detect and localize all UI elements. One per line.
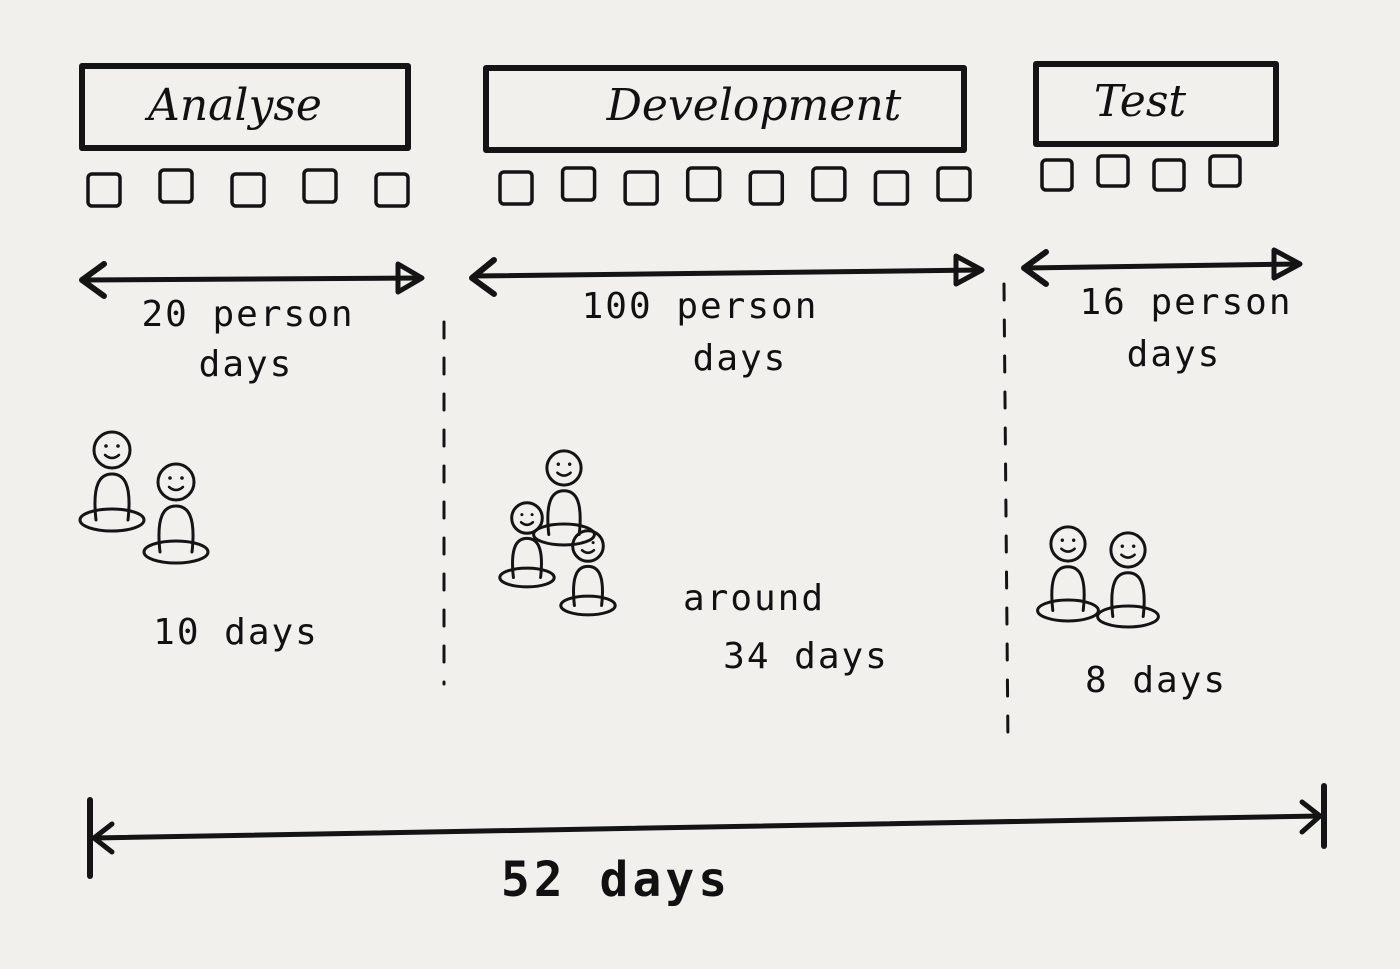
arrow-right-head (395, 261, 425, 295)
task-square (86, 172, 122, 208)
task-square (623, 170, 659, 206)
effort-arrow-development (469, 253, 985, 297)
phase-title-development: Development (606, 80, 902, 131)
effort-label-analyse-line2: days (199, 344, 294, 385)
person-icon (498, 501, 556, 589)
effort-arrow-test (1021, 247, 1303, 287)
arrow-left-head (79, 261, 107, 299)
duration-label-development-line2: 34 days (723, 636, 889, 677)
effort-label-test-line1: 16 person (1079, 282, 1292, 323)
task-row-development (498, 166, 972, 206)
effort-label-analyse-line1: 20 person (141, 294, 354, 335)
phase-title-analyse: Analyse (144, 80, 322, 131)
task-square (811, 166, 847, 202)
phase-box-analyse: Analyse (79, 63, 411, 151)
duration-label-test: 8 days (1085, 660, 1227, 701)
person-icon (559, 529, 617, 617)
person-icon (1036, 525, 1100, 623)
effort-arrow-analyse (79, 261, 425, 299)
task-square (374, 172, 410, 208)
total-duration-label: 52 days (501, 852, 731, 908)
arrow-left-head (469, 257, 497, 297)
arrow-left-head (91, 821, 115, 855)
effort-label-development-line1: 100 person (582, 286, 819, 327)
duration-label-development-line1: around (683, 578, 825, 619)
person-icon (1096, 531, 1160, 629)
people-group-development (498, 449, 617, 617)
person-icon (78, 430, 146, 533)
phase-box-development: Development (483, 65, 967, 153)
task-square (158, 168, 194, 204)
task-square (560, 166, 597, 202)
task-square (230, 172, 266, 208)
effort-label-test-line2: days (1127, 334, 1222, 375)
phase-box-test: Test (1033, 61, 1279, 147)
arrow-right-head (1299, 799, 1323, 835)
duration-label-analyse: 10 days (153, 612, 319, 653)
task-square (302, 168, 338, 204)
task-square (685, 166, 722, 202)
task-square (1152, 158, 1186, 192)
people-group-test (1036, 525, 1160, 629)
effort-label-development-line2: days (693, 338, 788, 379)
people-group-analyse (78, 430, 210, 565)
phase-title-test: Test (1094, 76, 1187, 127)
task-square (1096, 154, 1130, 188)
task-square (873, 170, 910, 206)
task-square (936, 166, 972, 202)
task-square (1208, 154, 1242, 188)
arrow-right-head (953, 253, 985, 287)
task-row-test (1040, 154, 1242, 192)
total-timeline-arrow (87, 783, 1327, 879)
task-square (748, 170, 785, 206)
task-square (1040, 158, 1074, 192)
person-icon (532, 449, 596, 547)
phase-divider (1002, 282, 1010, 748)
task-row-analyse (86, 168, 410, 208)
task-square (498, 170, 534, 206)
arrow-right-head (1271, 247, 1303, 281)
person-icon (142, 462, 210, 565)
arrow-left-head (1021, 249, 1049, 287)
